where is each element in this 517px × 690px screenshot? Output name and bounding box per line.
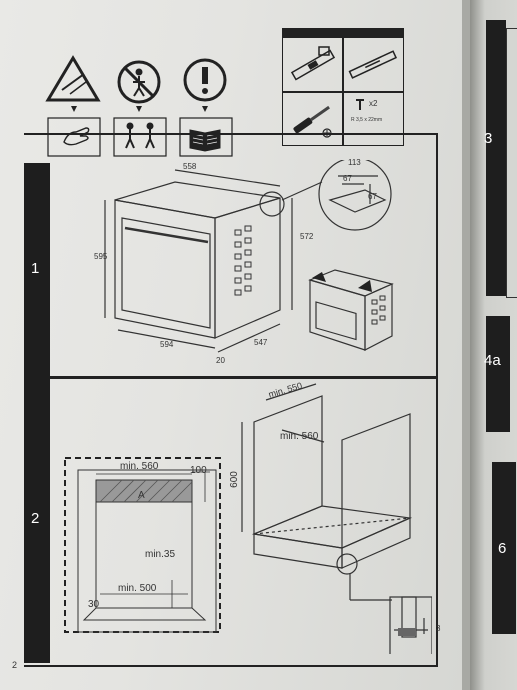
- step-divider: [50, 376, 436, 379]
- level-tool-icon: [348, 50, 398, 79]
- step-number-2: 2: [31, 510, 40, 527]
- cabinet-niche-diagram: [241, 383, 432, 654]
- manual-page-left: x2 R 3,5 x 22mm 1 2: [0, 0, 462, 690]
- detail-dim-3: 3: [436, 624, 441, 633]
- detail-magnifier: [318, 160, 392, 231]
- right-step-number-3: 3: [484, 130, 493, 147]
- oven-front: [114, 199, 216, 339]
- glove-icon: [63, 127, 90, 146]
- dim-100: 100: [190, 465, 207, 476]
- dim-30: 30: [88, 599, 100, 610]
- detail-callout-circle: [336, 553, 358, 575]
- warning-triangle-icon: [45, 55, 101, 102]
- niche-front-view: [64, 457, 221, 633]
- safety-warning-icons: [45, 55, 233, 157]
- manual-page-right: 3 4a 6: [470, 0, 517, 690]
- min-35-label: min.35: [145, 549, 176, 560]
- oven-side: [214, 197, 281, 339]
- step-sidebar: [24, 163, 50, 663]
- screw-spec: R 3,5 x 22mm: [351, 117, 383, 123]
- dim-20: 20: [216, 356, 225, 365]
- min-500-label: min. 500: [118, 583, 157, 594]
- right-step-sidebar-6: [492, 462, 516, 634]
- cabinet-dim-600: 600: [228, 471, 240, 488]
- spirit-level-icon: [290, 46, 336, 81]
- dim-547: 547: [254, 338, 268, 347]
- detail-67-b: 67: [368, 192, 377, 201]
- detail-113: 113: [348, 158, 361, 167]
- detail-67-a: 67: [343, 174, 352, 183]
- right-step-sidebar-3: [486, 20, 506, 296]
- page-number: 2: [12, 660, 18, 670]
- area-a-label: A: [138, 490, 145, 501]
- screw-count: x2: [369, 99, 378, 108]
- right-step-sidebar-4a: [486, 316, 510, 432]
- right-step-number-4a: 4a: [484, 352, 501, 369]
- cabinet-min-560: min. 560: [280, 431, 319, 442]
- dim-558: 558: [183, 162, 197, 171]
- oven-top: [114, 181, 281, 219]
- tools-box: x2 R 3,5 x 22mm: [282, 28, 404, 146]
- steps-frame: [24, 133, 438, 667]
- right-step-number-6: 6: [498, 540, 507, 557]
- attention-icon: [183, 58, 227, 102]
- no-single-person-icon: [117, 60, 161, 104]
- oven-dimensions-diagram: [104, 160, 394, 353]
- dim-595: 595: [94, 252, 108, 261]
- min-560-label: min. 560: [120, 461, 159, 472]
- dim-594: 594: [160, 340, 174, 349]
- step-number-1: 1: [31, 260, 40, 277]
- screw-icon: [356, 99, 364, 110]
- dim-572: 572: [300, 232, 314, 241]
